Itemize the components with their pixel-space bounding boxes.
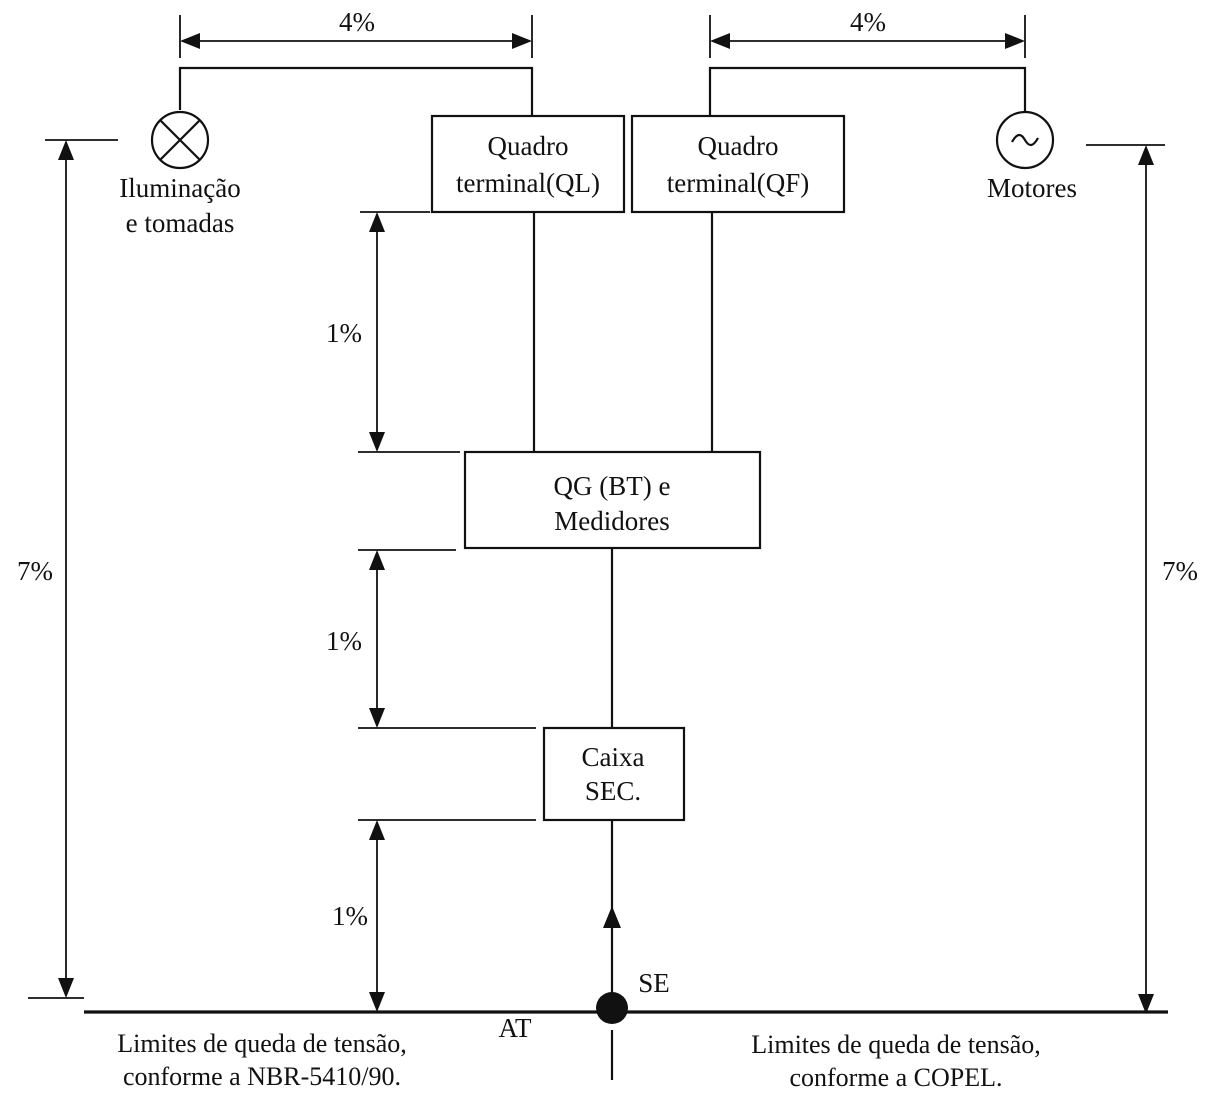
dimension-right-total: 7% (1086, 144, 1198, 1014)
se-label: SE (638, 968, 670, 998)
caixa-sec-box: Caixa SEC. (542, 726, 686, 822)
lamp-branch-wiring (178, 66, 534, 116)
motor-branch-wiring (708, 66, 1027, 116)
ql-box: Quadro terminal(QL) (430, 114, 626, 214)
pct-left-total: 7% (17, 556, 53, 586)
note-left-line2: conforme a NBR-5410/90. (123, 1062, 401, 1091)
feeder-se-to-caixa (603, 820, 621, 1008)
qf-box: Quadro terminal(QF) (630, 114, 846, 214)
lighting-label-line1: Iluminação (119, 173, 240, 203)
pct-qg-to-caixa: 1% (326, 626, 362, 656)
dimension-ql-to-qg: 1% (326, 211, 460, 453)
lighting-label-line2: e tomadas (126, 208, 235, 238)
pct-ql-to-qg: 1% (326, 318, 362, 348)
at-label: AT (499, 1013, 533, 1043)
caixa-box-line1: Caixa (582, 742, 645, 772)
up-arrow-icon (603, 906, 621, 928)
ql-box-line1: Quadro (488, 131, 569, 161)
qf-box-line1: Quadro (698, 131, 779, 161)
dimension-caixa-to-at: 1% (332, 819, 536, 1012)
caixa-box-line2: SEC. (585, 776, 641, 806)
ql-box-line2: terminal(QL) (456, 168, 600, 198)
pct-caixa-to-at: 1% (332, 901, 368, 931)
note-right-line2: conforme a COPEL. (789, 1063, 1002, 1092)
dimension-top-left: 4% (179, 7, 533, 58)
dimension-left-total: 7% (17, 139, 118, 999)
substation-node-icon (596, 992, 628, 1024)
dimension-top-right: 4% (709, 7, 1026, 58)
pct-top-left: 4% (339, 7, 375, 37)
pct-right-total: 7% (1162, 556, 1198, 586)
feeder-lines-to-qg (532, 212, 714, 452)
qf-box-line2: terminal(QF) (667, 168, 809, 198)
motors-label: Motores (987, 173, 1077, 203)
note-right-line1: Limites de queda de tensão, (751, 1030, 1041, 1059)
motor-symbol-icon (995, 110, 1055, 170)
note-left-line1: Limites de queda de tensão, (117, 1029, 407, 1058)
qg-box-line2: Medidores (554, 506, 669, 536)
pct-top-right: 4% (850, 7, 886, 37)
qg-box: QG (BT) e Medidores (463, 450, 762, 550)
dimension-qg-to-caixa: 1% (326, 549, 536, 729)
qg-box-line1: QG (BT) e (554, 471, 671, 501)
lamp-symbol-icon (150, 110, 210, 170)
